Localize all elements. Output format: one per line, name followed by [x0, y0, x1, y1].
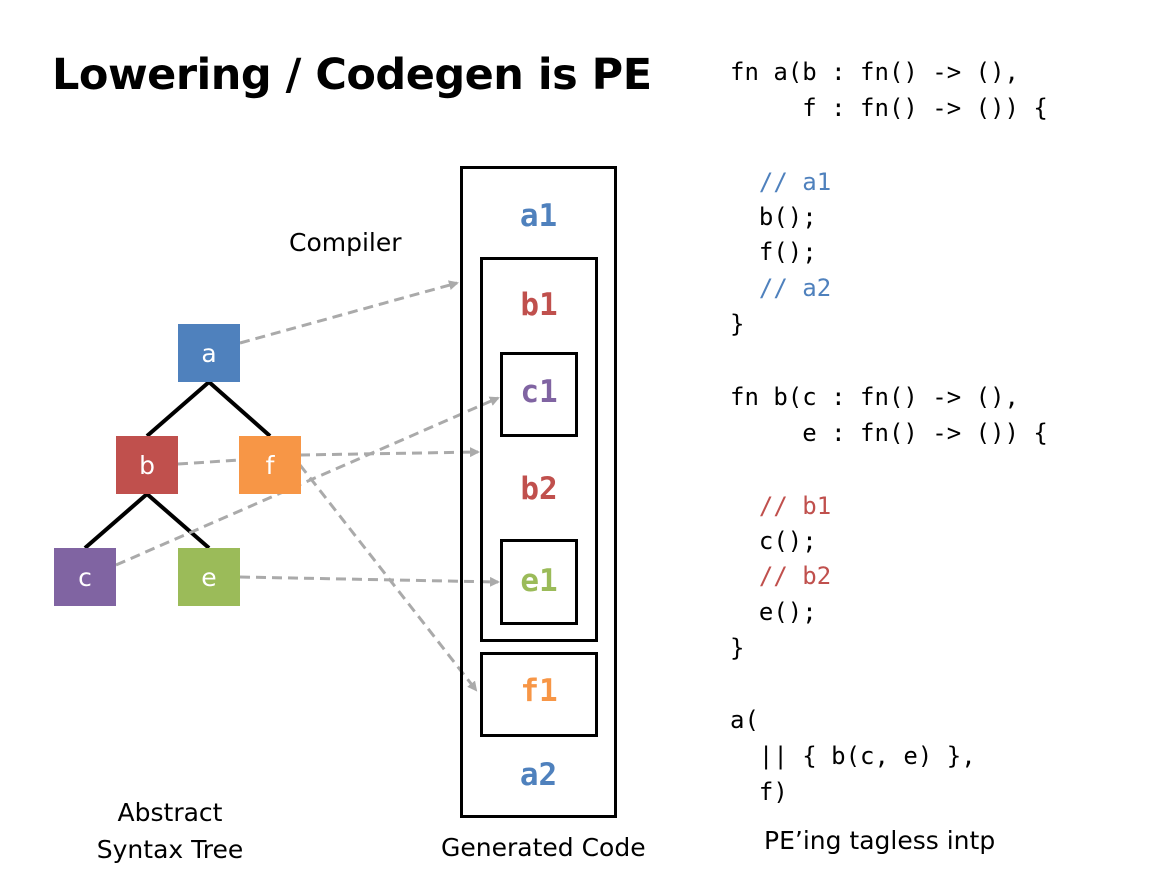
mapping-arrow-e	[239, 575, 500, 587]
code-line: f : fn() -> ()) {	[730, 94, 1048, 122]
segment-b1: b1	[520, 287, 558, 323]
code-line: f)	[730, 778, 788, 806]
code-line: // b2	[730, 562, 832, 590]
tree-edge-a-b	[145, 380, 211, 438]
tree-edges	[83, 380, 272, 550]
compiler-label: Compiler	[289, 228, 402, 257]
generated-code-caption: Generated Code	[441, 833, 646, 862]
code-line: }	[730, 634, 745, 662]
code-line: // a1	[730, 168, 832, 196]
generated-c1-box	[500, 352, 578, 437]
ast-node-f: f	[239, 436, 301, 494]
code-line: }	[730, 310, 745, 338]
mapping-arrow-a	[239, 280, 459, 345]
code-line: c();	[730, 527, 817, 555]
code-line: f();	[730, 238, 817, 266]
generated-function-b-box	[480, 257, 598, 642]
code-line: fn b(c : fn() -> (),	[730, 383, 1019, 411]
mapping-arrows	[115, 280, 500, 692]
code-line: // a2	[730, 274, 832, 302]
ast-node-a: a	[178, 324, 240, 382]
code-line: || { b(c, e) },	[730, 742, 976, 770]
mapping-arrow-c	[115, 396, 500, 567]
code-line: a(	[730, 706, 759, 734]
ast-node-e: e	[178, 548, 240, 606]
tree-edge-a-f	[207, 380, 272, 438]
segment-e1: e1	[520, 563, 558, 599]
segment-b2: b2	[520, 471, 558, 507]
generated-e1-box	[500, 539, 578, 625]
ast-node-c: c	[54, 548, 116, 606]
segment-c1: c1	[520, 374, 558, 410]
mapping-arrow-b	[177, 458, 241, 466]
ast-caption: Abstract Syntax Tree	[80, 794, 260, 868]
ast-caption-line1: Abstract	[117, 798, 223, 827]
tree-edge-b-c	[83, 492, 149, 550]
ast-node-b: b	[116, 436, 178, 494]
segment-a1: a1	[519, 198, 558, 234]
ast-caption-line2: Syntax Tree	[96, 835, 244, 864]
code-line: e();	[730, 598, 817, 626]
generated-function-a-box	[460, 166, 617, 818]
slide-title: Lowering / Codegen is PE	[52, 50, 652, 100]
mapping-arrow-f	[299, 447, 480, 458]
code-line: fn a(b : fn() -> (),	[730, 58, 1019, 86]
generated-f1-box	[480, 652, 598, 737]
segment-a2: a2	[519, 757, 558, 793]
pe-caption: PE’ing tagless intp	[764, 826, 996, 855]
code-line: e : fn() -> ()) {	[730, 419, 1048, 447]
segment-f1: f1	[520, 673, 558, 709]
tree-edge-b-e	[145, 492, 211, 550]
code-line: // b1	[730, 492, 832, 520]
code-line: b();	[730, 203, 817, 231]
